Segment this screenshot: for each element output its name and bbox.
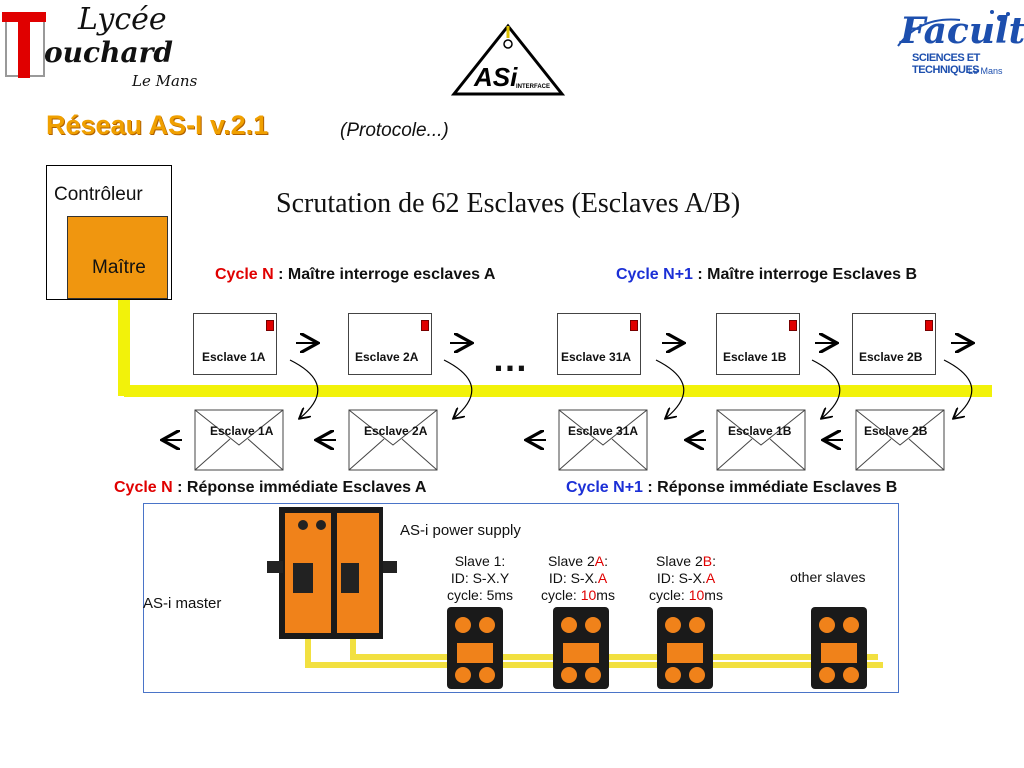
slave-2b-name: Slave 2: [656, 553, 703, 569]
slave-2a-cycle-end: ms: [596, 587, 615, 603]
led-indicator: [266, 320, 274, 331]
faculte-logo-text: Faculté: [900, 10, 1024, 52]
slave-query-31a: Esclave 31A: [557, 313, 641, 375]
asi-logo-text: ASi: [473, 62, 518, 92]
slave-query-2b: Esclave 2B: [852, 313, 936, 375]
cycle-n-resp-label: Cycle N: [114, 479, 173, 496]
slave-1-info: Slave 1: ID: S-X.Y cycle: 5ms: [438, 553, 522, 604]
slave-2b-id-hl: A: [705, 570, 716, 586]
slave-2b-info: Slave 2B: ID: S-X.A cycle: 10ms: [644, 553, 728, 604]
faculte-logo-sub: SCIENCES ET TECHNIQUES: [912, 52, 980, 76]
asi-logo-sub: INTERFACE: [516, 84, 550, 90]
cycle-n1-query: Cycle N+1 : Maître interroge Esclaves B: [616, 266, 917, 284]
logo-touchard-text: ouchard: [44, 36, 173, 69]
slave-response-label-1b: Esclave 1B: [728, 424, 792, 438]
slave-2b-id: ID: S-X.: [656, 570, 706, 586]
cycle-n1-resp-text: : Réponse immédiate Esclaves B: [642, 479, 898, 496]
slave-2b-name-end: :: [712, 553, 716, 569]
asi-example-panel: [143, 503, 899, 693]
page-title: Réseau AS-I v.2.1: [46, 110, 269, 140]
slave-response-label-1a: Esclave 1A: [210, 424, 274, 438]
slave-module-3: [657, 607, 713, 689]
cycle-n-label: Cycle N: [215, 266, 274, 283]
logo-lycee-text: Lycée: [78, 2, 167, 37]
asi-master-label: AS-i master: [143, 595, 222, 612]
slave-2a-name-hl: A: [594, 553, 605, 569]
led-indicator: [421, 320, 429, 331]
logo-lemans-text: Le Mans: [132, 72, 198, 90]
cycle-n1-response: Cycle N+1 : Réponse immédiate Esclaves B: [566, 479, 897, 497]
slave-label: Esclave 1A: [202, 350, 266, 364]
slave-label: Esclave 2A: [355, 350, 419, 364]
slave-response-label-31a: Esclave 31A: [568, 424, 639, 438]
slave-module-1: [447, 607, 503, 689]
master-box: [67, 216, 168, 299]
asi-hardware-illustration: [267, 507, 883, 689]
slave-1-name: Slave 1:: [454, 553, 506, 569]
scrutation-title: Scrutation de 62 Esclaves (Esclaves A/B): [276, 188, 741, 219]
ellipsis: …: [492, 338, 528, 379]
slave-2a-name-end: :: [604, 553, 608, 569]
asi-interface-logo: ASi INTERFACE: [450, 23, 566, 96]
cycle-n-resp-text: : Réponse immédiate Esclaves A: [172, 479, 427, 496]
slave-response-label-2b: Esclave 2B: [864, 424, 928, 438]
slave-2a-id: ID: S-X.: [548, 570, 598, 586]
cycle-n-text: : Maître interroge esclaves A: [273, 266, 496, 283]
envelope-icon: [558, 409, 648, 471]
slave-query-1a: Esclave 1A: [193, 313, 277, 375]
other-slaves-label: other slaves: [790, 569, 866, 585]
envelope-icon: [855, 409, 945, 471]
envelope-icon: [348, 409, 438, 471]
lycee-touchard-logo: [2, 12, 46, 78]
bus-vertical: [118, 300, 130, 396]
faculte-logo-city: Le Mans: [968, 66, 1003, 76]
slave-2b-cycle-end: ms: [704, 587, 723, 603]
slave-1-id: ID: S-X.Y: [450, 570, 510, 586]
bus-horizontal: [124, 385, 992, 397]
asi-master-device: [267, 507, 397, 639]
envelope-icon: [716, 409, 806, 471]
slave-2a-cycle-hl: 10: [580, 587, 597, 603]
cycle-n1-text: : Maître interroge Esclaves B: [692, 266, 918, 283]
slave-2a-info: Slave 2A: ID: S-X.A cycle: 10ms: [536, 553, 620, 604]
slave-2b-cycle-hl: 10: [688, 587, 705, 603]
envelope-icon: [194, 409, 284, 471]
controller-label: Contrôleur: [54, 184, 143, 205]
slave-2b-name-hl: B: [702, 553, 713, 569]
master-label: Maître: [92, 257, 146, 278]
faculte-logo: [897, 10, 1010, 47]
cycle-n1-resp-label: Cycle N+1: [566, 479, 643, 496]
slave-label: Esclave 1B: [723, 350, 787, 364]
slave-module-other: [811, 607, 867, 689]
led-indicator: [925, 320, 933, 331]
slave-2b-cycle: cycle:: [649, 587, 689, 603]
slave-2a-id-hl: A: [597, 570, 608, 586]
cycle-n-response: Cycle N : Réponse immédiate Esclaves A: [114, 479, 426, 497]
power-supply-label: AS-i power supply: [400, 522, 521, 539]
page-subtitle: (Protocole...): [340, 120, 449, 141]
cycle-n1-label: Cycle N+1: [616, 266, 693, 283]
slave-response-label-2a: Esclave 2A: [364, 424, 428, 438]
slave-module-2: [553, 607, 609, 689]
slave-label: Esclave 31A: [561, 350, 632, 364]
led-indicator: [630, 320, 638, 331]
cycle-n-query: Cycle N : Maître interroge esclaves A: [215, 266, 495, 284]
slave-1-cycle: cycle: 5ms: [446, 587, 514, 603]
slave-2a-cycle: cycle:: [541, 587, 581, 603]
slave-2a-name: Slave 2: [548, 553, 595, 569]
led-indicator: [789, 320, 797, 331]
slave-label: Esclave 2B: [859, 350, 923, 364]
slave-query-1b: Esclave 1B: [716, 313, 800, 375]
slave-query-2a: Esclave 2A: [348, 313, 432, 375]
